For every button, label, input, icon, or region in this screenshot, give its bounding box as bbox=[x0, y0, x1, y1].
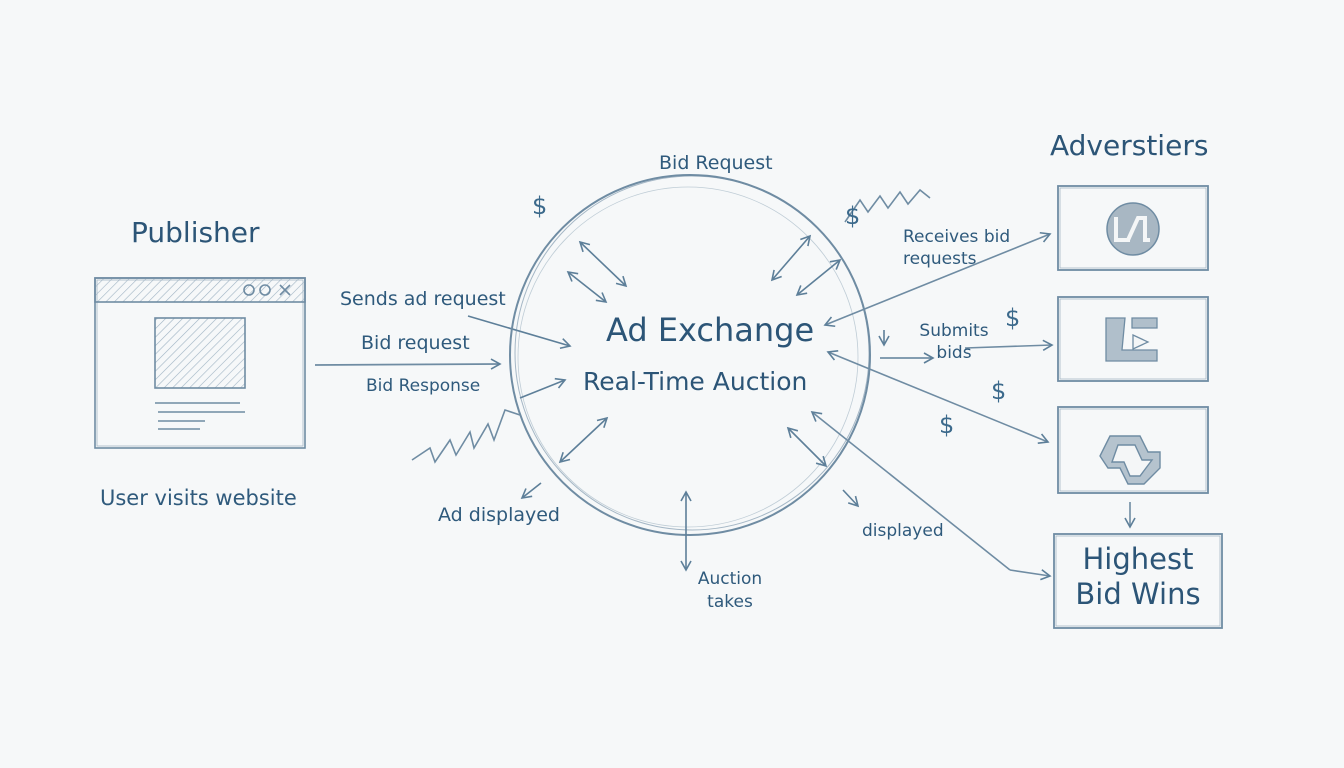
dollar-icon: $ bbox=[991, 377, 1007, 405]
real-time-auction-subtitle: Real-Time Auction bbox=[583, 367, 808, 396]
publisher-to-exchange-arrow bbox=[314, 358, 502, 370]
la-logo-icon bbox=[1106, 202, 1160, 256]
publisher-heading: Publisher bbox=[131, 216, 260, 249]
displayed-label: displayed bbox=[862, 521, 944, 541]
play-bracket-logo-icon bbox=[1105, 317, 1158, 362]
hexagon-logo-icon bbox=[1099, 435, 1161, 485]
publisher-browser-icon bbox=[94, 277, 306, 449]
advertiser-box-1 bbox=[1057, 185, 1209, 271]
bid-request-top-label: Bid Request bbox=[659, 152, 773, 174]
receives-bid-requests-label: Receives bid requests bbox=[903, 227, 1011, 270]
dollar-icon: $ bbox=[532, 192, 548, 220]
highest-bid-box bbox=[1053, 533, 1223, 629]
auction-takes-label: Auction takes bbox=[697, 569, 763, 612]
advertiser-box-3 bbox=[1057, 406, 1209, 494]
bid-response-label: Bid Response bbox=[366, 376, 481, 396]
zigzag-right bbox=[844, 188, 931, 223]
ad-exchange-circle bbox=[509, 174, 871, 536]
sends-ad-request-label: Sends ad request bbox=[340, 288, 506, 310]
user-visits-caption: User visits website bbox=[100, 486, 297, 510]
submits-bids-label: Submits bids bbox=[919, 321, 989, 364]
highest-bid-wins-text: Highest Bid Wins bbox=[1075, 542, 1201, 611]
ad-exchange-title: Ad Exchange bbox=[606, 311, 815, 349]
ad-displayed-label: Ad displayed bbox=[438, 504, 560, 526]
dollar-icon: $ bbox=[845, 202, 861, 230]
zigzag-left bbox=[411, 408, 521, 464]
bid-request-left-label: Bid request bbox=[361, 332, 470, 354]
advertiser-box-2 bbox=[1057, 296, 1209, 382]
dollar-icon: $ bbox=[939, 411, 955, 439]
dollar-icon: $ bbox=[1005, 304, 1021, 332]
advertisers-heading: Adverstiers bbox=[1050, 129, 1209, 162]
